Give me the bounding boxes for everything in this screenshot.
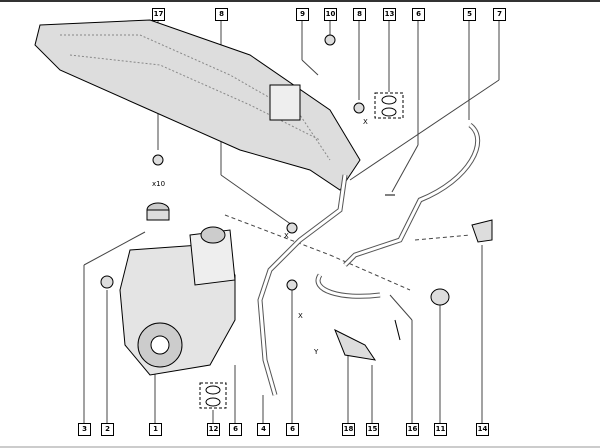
- callout-7: 7: [493, 8, 506, 21]
- callout-16: 16: [406, 423, 419, 436]
- callout-6: 6: [229, 423, 242, 436]
- quantity-note: x10: [152, 180, 166, 188]
- callout-14: 14: [476, 423, 489, 436]
- axis-x-label: X: [363, 118, 368, 126]
- callout-11: 11: [434, 423, 447, 436]
- callout-6: 6: [286, 423, 299, 436]
- callout-9: 9: [296, 8, 309, 21]
- hoses-inner: [258, 123, 480, 396]
- callout-3: 3: [78, 423, 91, 436]
- axis-x-label: X: [284, 232, 289, 240]
- bottom-border: [0, 446, 600, 448]
- callout-18: 18: [342, 423, 355, 436]
- callout-8: 8: [353, 8, 366, 21]
- top-border: [0, 0, 600, 2]
- callout-2: 2: [101, 423, 114, 436]
- axis-x-label: X: [298, 312, 303, 320]
- callout-17: 17: [152, 8, 165, 21]
- callout-15: 15: [366, 423, 379, 436]
- callout-1: 1: [149, 423, 162, 436]
- leader-lines: [83, 20, 500, 423]
- callout-13: 13: [383, 8, 396, 21]
- callout-4: 4: [257, 423, 270, 436]
- power-steering-pump: [119, 202, 236, 376]
- callout-5: 5: [463, 8, 476, 21]
- callout-12: 12: [207, 423, 220, 436]
- callout-8: 8: [215, 8, 228, 21]
- callout-6: 6: [412, 8, 425, 21]
- axis-y-label: Y: [314, 348, 319, 356]
- callout-10: 10: [324, 8, 337, 21]
- small-parts: [100, 34, 493, 409]
- steering-rack: [34, 19, 361, 191]
